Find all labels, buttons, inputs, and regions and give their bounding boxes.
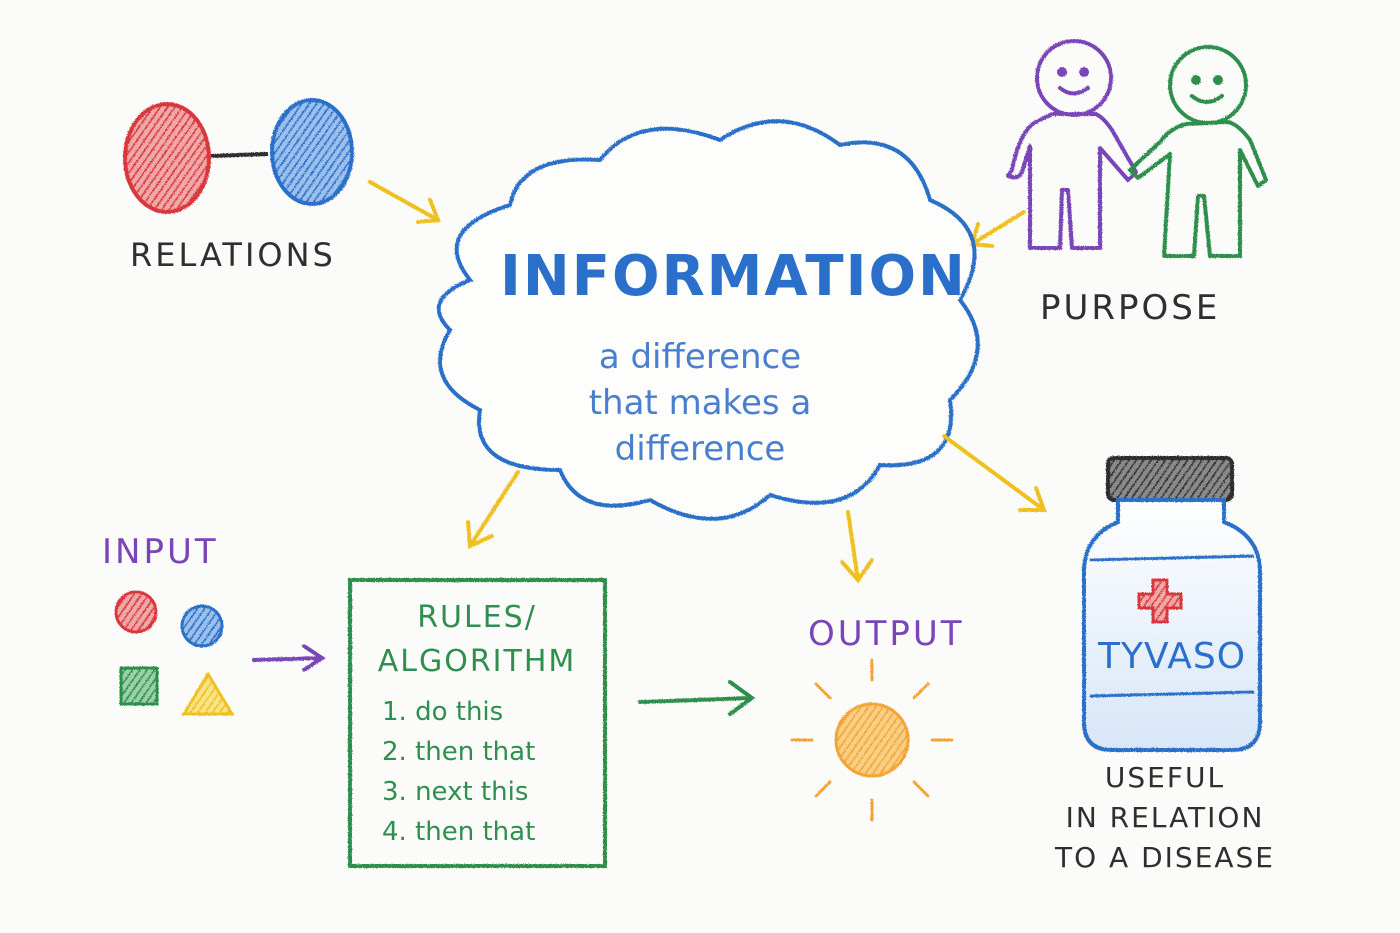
input-label: INPUT <box>102 532 219 572</box>
blue-circle-shape <box>180 604 224 648</box>
medicine-caption-line-3: TO A DISEASE <box>1055 841 1275 874</box>
rules-step: 3. next this <box>382 777 529 807</box>
rules-step: 2. then that <box>382 737 536 767</box>
information-subtitle-line-2: that makes a <box>588 383 812 423</box>
rules-steps: 1. do this 2. then that 3. next this 4. … <box>382 692 535 852</box>
red-circle-shape <box>114 590 158 634</box>
arrow-input-to-rules <box>252 644 326 672</box>
relations-label: RELATIONS <box>130 236 336 274</box>
input-shapes <box>114 590 235 716</box>
rules-box <box>348 578 607 868</box>
sun-icon <box>790 658 954 822</box>
yellow-triangle-shape <box>181 671 235 716</box>
information-subtitle: a difference that makes a difference <box>540 334 860 472</box>
rules-step: 1. do this <box>382 697 504 727</box>
rules-step: 4. then that <box>382 817 536 847</box>
arrow-purpose-to-information <box>969 210 1026 248</box>
purpose-label: PURPOSE <box>1040 288 1221 328</box>
arrow-rules-to-output <box>638 680 756 716</box>
medicine-caption: USEFUL IN RELATION TO A DISEASE <box>1020 758 1310 878</box>
medicine-caption-line-1: USEFUL <box>1104 761 1226 794</box>
medicine-caption-line-2: IN RELATION <box>1065 801 1265 834</box>
information-subtitle-line-3: difference <box>614 429 786 469</box>
rules-title-line-1: RULES/ <box>417 600 537 635</box>
information-title: INFORMATION <box>500 244 967 309</box>
relations-icon <box>123 98 354 214</box>
information-subtitle-line-1: a difference <box>598 337 802 377</box>
medicine-brand-label: TYVASO <box>1098 636 1247 677</box>
arrow-information-to-medicine <box>942 434 1047 512</box>
arrow-information-to-rules <box>466 470 520 549</box>
medicine-bottle-icon <box>1082 456 1262 752</box>
arrow-information-to-output <box>840 510 874 584</box>
information-cloud <box>436 119 980 521</box>
green-square-shape <box>119 666 159 706</box>
people-icon <box>1006 39 1268 258</box>
rules-title-line-2: ALGORITHM <box>377 644 577 679</box>
arrow-relations-to-information <box>368 180 441 224</box>
output-label: OUTPUT <box>808 614 965 654</box>
rules-title: RULES/ ALGORITHM <box>352 596 602 684</box>
red-cross-icon <box>1137 578 1183 624</box>
